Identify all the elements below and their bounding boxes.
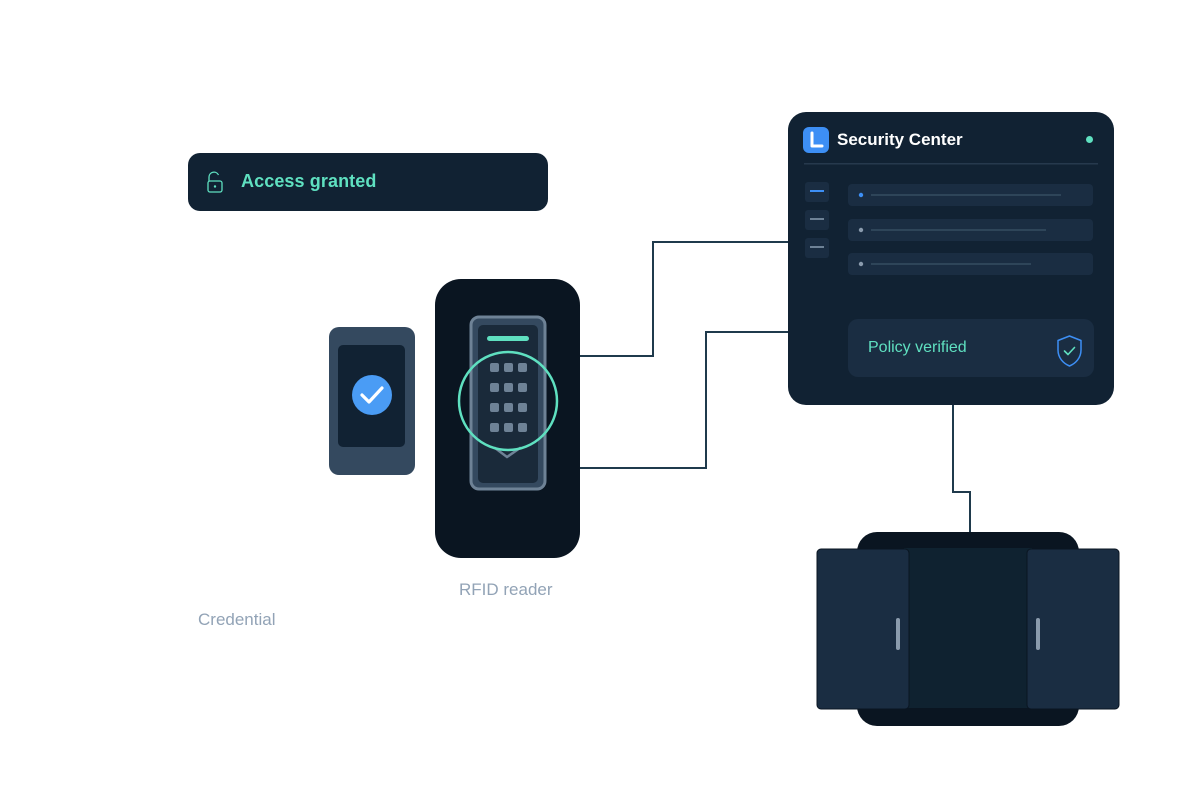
list-row-3 xyxy=(848,253,1093,275)
gate-panel-left xyxy=(816,548,910,710)
unlock-icon xyxy=(207,171,223,193)
panel-list xyxy=(848,184,1093,275)
side-nav-item-1 xyxy=(805,182,829,202)
access-granted-label: Access granted xyxy=(241,171,377,191)
wire-panel-to-door xyxy=(952,405,971,533)
scan-ring-icon xyxy=(457,350,559,452)
wire-reader-to-panel-bottom xyxy=(580,331,788,469)
policy-verified-label: Policy verified xyxy=(868,339,967,356)
panel-title: Security Center xyxy=(837,130,963,149)
shield-check-icon xyxy=(1057,335,1082,367)
side-nav-item-2 xyxy=(805,210,829,230)
check-circle-icon xyxy=(352,375,392,415)
side-nav-item-3 xyxy=(805,238,829,258)
access-granted-toast xyxy=(188,153,548,211)
list-row-1 xyxy=(848,184,1093,206)
rfid-reader-caption: RFID reader xyxy=(459,580,553,599)
list-row-2 xyxy=(848,219,1093,241)
wire-reader-to-panel-top xyxy=(580,241,788,357)
panel-divider xyxy=(804,163,1098,165)
security-center-logo xyxy=(803,127,829,153)
credential-caption: Credential xyxy=(198,610,276,629)
gate-panel-right xyxy=(1026,548,1120,710)
panel-side-nav xyxy=(805,182,829,258)
turnstile-gate xyxy=(816,532,1120,726)
policy-verified-card xyxy=(848,319,1094,377)
online-dot-icon xyxy=(1086,136,1093,143)
